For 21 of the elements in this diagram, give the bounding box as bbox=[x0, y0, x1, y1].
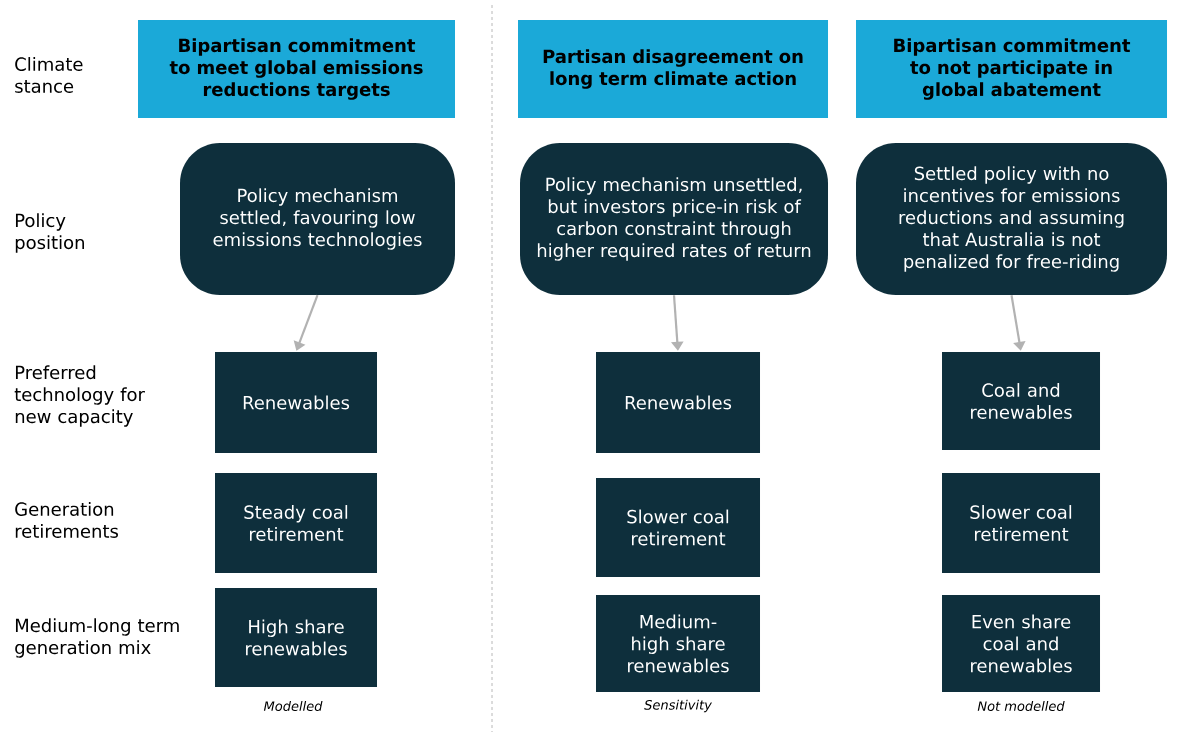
stance-box: Bipartisan commitment to not participate in global abatement bbox=[856, 20, 1167, 118]
policy-box: Policy mechanism unsettled, but investors price-in risk of carbon constraint through higher required rates of return bbox=[520, 143, 828, 295]
policy-box: Policy mechanism settled, favouring low emissions technologies bbox=[180, 143, 455, 295]
policy-box: Settled policy with no incentives for emissions reductions and assuming that Australia is not penalized for free-riding bbox=[856, 143, 1167, 295]
stance-box: Bipartisan commitment to meet global emissions reductions targets bbox=[138, 20, 455, 118]
row-label: Medium-long term generation mix bbox=[15, 618, 179, 658]
outcome-box: Renewables bbox=[215, 352, 377, 453]
stance-box: Partisan disagreement on long term climate action bbox=[518, 20, 828, 118]
row-label: Generation retirements bbox=[15, 502, 118, 538]
outcome-box: Renewables bbox=[596, 352, 760, 453]
row-label: Policy position bbox=[15, 213, 84, 253]
column-note: Modelled bbox=[263, 700, 323, 712]
outcome-box: Slower coal retirement bbox=[942, 473, 1100, 573]
row-label: Climate stance bbox=[15, 57, 83, 93]
outcome-box: Steady coal retirement bbox=[215, 473, 377, 573]
outcome-box: Slower coal retirement bbox=[596, 478, 760, 577]
outcome-box: High share renewables bbox=[215, 588, 377, 687]
outcome-box: Medium-high share renewables bbox=[596, 595, 760, 692]
outcome-box: Even share coal and renewables bbox=[942, 595, 1100, 692]
row-label: Preferred technology for new capacity bbox=[14, 365, 145, 427]
outcome-box: Coal and renewables bbox=[942, 352, 1100, 450]
